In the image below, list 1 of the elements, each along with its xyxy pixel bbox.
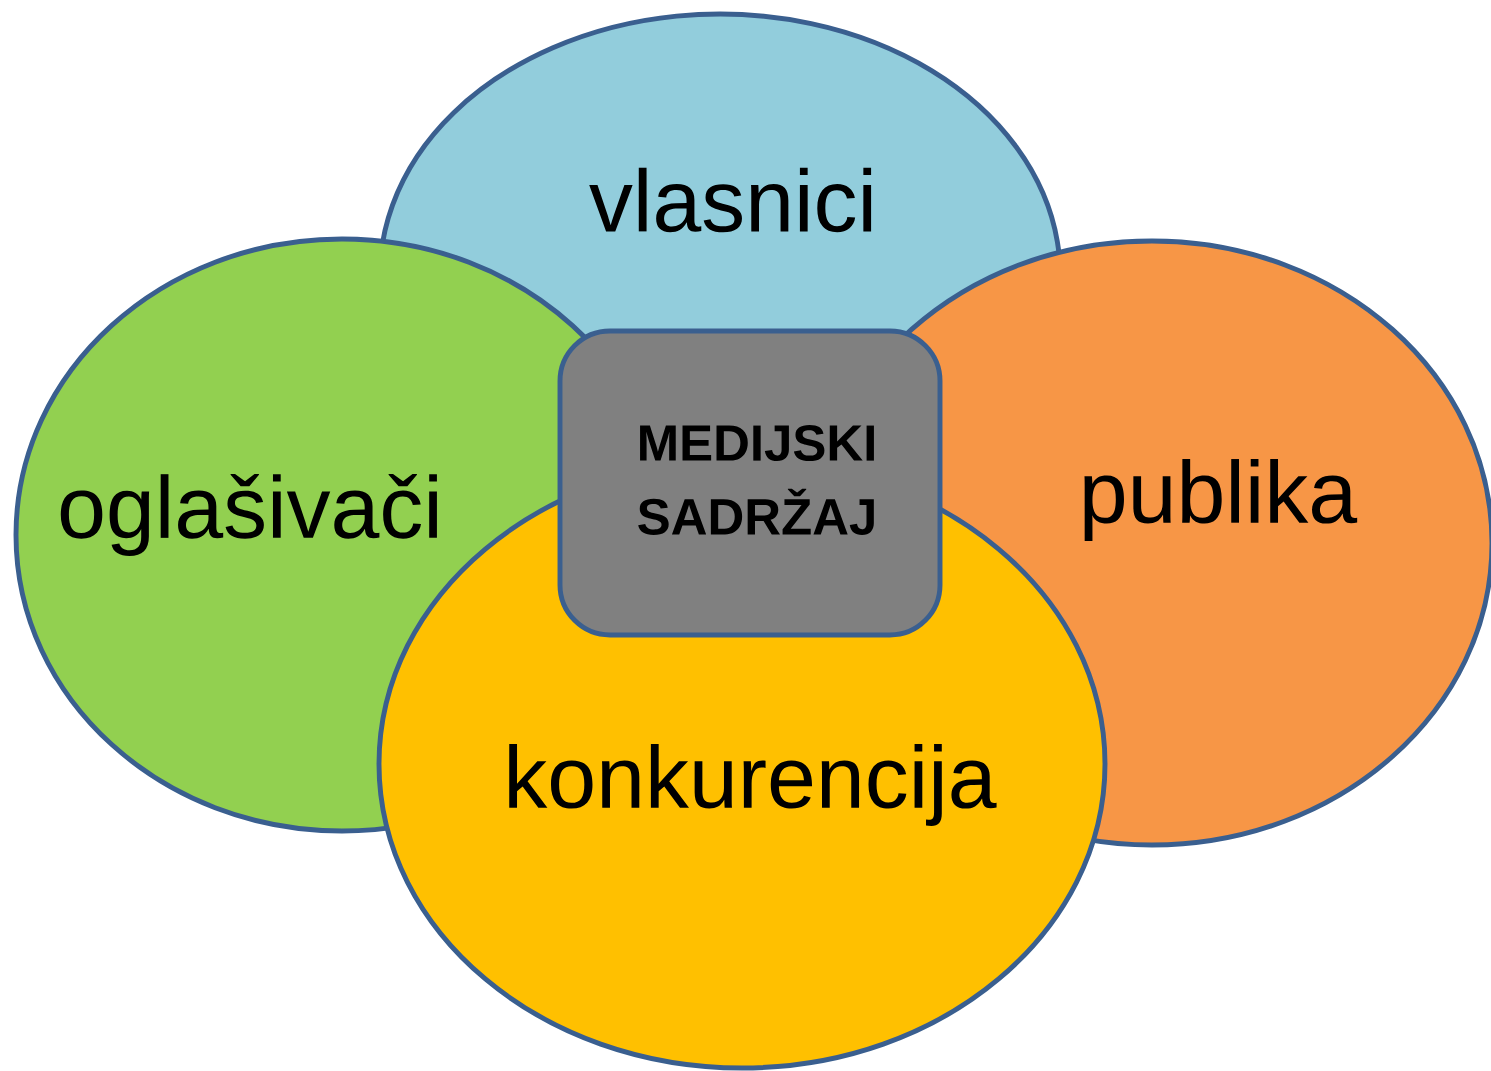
rounded-box: MEDIJSKI SADRŽAJ — [557, 328, 943, 638]
